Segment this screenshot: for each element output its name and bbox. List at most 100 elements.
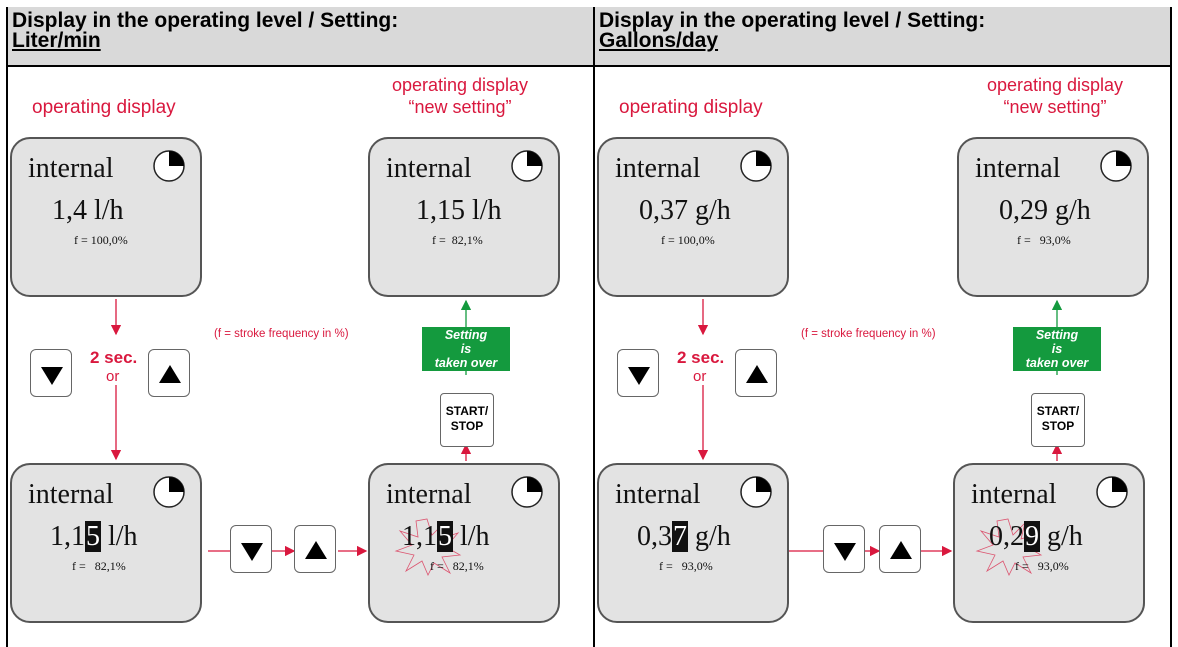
banner-line2: is <box>1051 342 1063 356</box>
value-unit: g/h <box>688 521 731 552</box>
or-label: or <box>693 368 707 385</box>
up-triangle-icon <box>746 365 768 383</box>
display-value: 1,15 l/h <box>416 195 502 226</box>
display-edit: internal 0,37 g/h f = 93,0% <box>597 463 789 623</box>
start-stop-line1: START/ <box>445 404 489 418</box>
display-value: 0,37 g/h <box>639 195 731 226</box>
two-sec-label: 2 sec. <box>677 348 725 367</box>
new-setting-label: operating display “new setting” <box>360 74 560 118</box>
display-new-setting: internal 1,15 l/h f = 82,1% <box>368 137 560 297</box>
clock-quarter-icon <box>153 476 185 508</box>
right-header: Display in the operating level / Setting… <box>595 7 1170 67</box>
new-setting-label-line2: “new setting” <box>408 97 512 117</box>
banner-line3: taken over <box>1025 356 1089 370</box>
operating-display-label: operating display <box>619 97 763 118</box>
setting-taken-over-banner: Setting is taken over <box>422 327 510 371</box>
display-operating: internal 0,37 g/h f = 100,0% <box>597 137 789 297</box>
banner-line3: taken over <box>434 356 498 370</box>
frequency-note: (f = stroke frequency in %) <box>801 328 936 340</box>
new-setting-label: operating display “new setting” <box>955 74 1155 118</box>
up-triangle-icon <box>159 365 181 383</box>
up-button[interactable] <box>148 349 190 397</box>
left-panel: operating display operating display “new… <box>8 67 593 647</box>
clock-quarter-icon <box>1100 150 1132 182</box>
clock-quarter-icon <box>511 150 543 182</box>
display-mode: internal <box>615 479 701 510</box>
start-stop-line2: STOP <box>1041 419 1075 433</box>
up-triangle-icon <box>305 541 327 559</box>
display-value: 0,29 g/h <box>989 521 1083 553</box>
start-stop-line1: START/ <box>1036 404 1080 418</box>
display-value: 0,37 g/h <box>637 521 731 553</box>
down-button[interactable] <box>823 525 865 573</box>
display-new-setting: internal 0,29 g/h f = 93,0% <box>957 137 1149 297</box>
flow-arrows <box>110 299 472 557</box>
display-frequency: f = 82,1% <box>430 559 484 573</box>
value-prefix: 1,1 <box>50 521 85 552</box>
display-mode: internal <box>28 153 114 184</box>
panel-divider <box>593 7 595 647</box>
display-mode: internal <box>386 153 472 184</box>
down-triangle-icon <box>628 367 650 385</box>
new-setting-label-line1: operating display <box>391 75 529 95</box>
banner-line1: Setting <box>444 328 488 342</box>
display-value: 1,15 l/h <box>50 521 138 553</box>
clock-quarter-icon <box>511 476 543 508</box>
highlighted-digit: 7 <box>672 521 688 552</box>
display-mode: internal <box>28 479 114 510</box>
up-triangle-icon <box>890 541 912 559</box>
clock-quarter-icon <box>740 476 772 508</box>
value-prefix: 0,2 <box>989 521 1024 552</box>
start-stop-button[interactable]: START/ STOP <box>440 393 494 447</box>
display-frequency: f = 93,0% <box>659 559 713 573</box>
display-frequency: f = 100,0% <box>661 233 715 247</box>
right-header-title: Display in the operating level / Setting… <box>599 9 986 32</box>
display-frequency: f = 93,0% <box>1017 233 1071 247</box>
left-header-title: Display in the operating level / Setting… <box>12 9 399 32</box>
up-button[interactable] <box>735 349 777 397</box>
display-frequency: f = 93,0% <box>1015 559 1069 573</box>
clock-quarter-icon <box>740 150 772 182</box>
display-edited: internal 1,15 l/h f = 82,1% <box>368 463 560 623</box>
new-setting-label-line2: “new setting” <box>1003 97 1107 117</box>
display-frequency: f = 82,1% <box>72 559 126 573</box>
value-unit: l/h <box>453 521 490 552</box>
value-unit: l/h <box>101 521 138 552</box>
display-mode: internal <box>975 153 1061 184</box>
up-button[interactable] <box>294 525 336 573</box>
or-label: or <box>106 368 120 385</box>
start-stop-line2: STOP <box>450 419 484 433</box>
display-value: 0,29 g/h <box>999 195 1091 226</box>
start-stop-button[interactable]: START/ STOP <box>1031 393 1085 447</box>
display-mode: internal <box>386 479 472 510</box>
display-frequency: f = 100,0% <box>74 233 128 247</box>
highlighted-digit: 9 <box>1024 521 1040 552</box>
banner-line2: is <box>460 342 472 356</box>
down-button[interactable] <box>30 349 72 397</box>
value-prefix: 1,1 <box>402 521 437 552</box>
display-edit: internal 1,15 l/h f = 82,1% <box>10 463 202 623</box>
value-prefix: 0,3 <box>637 521 672 552</box>
highlighted-digit: 5 <box>85 521 101 552</box>
display-edited: internal 0,29 g/h f = 93,0% <box>953 463 1145 623</box>
display-value: 1,4 l/h <box>52 195 124 226</box>
right-header-setting: Gallons/day <box>599 29 719 52</box>
highlighted-digit: 5 <box>437 521 453 552</box>
down-button[interactable] <box>617 349 659 397</box>
left-header-setting: Liter/min <box>12 29 101 52</box>
display-frequency: f = 82,1% <box>432 233 483 247</box>
right-panel: operating display operating display “new… <box>595 67 1178 647</box>
display-value: 1,15 l/h <box>402 521 490 553</box>
new-setting-label-line1: operating display <box>986 75 1124 95</box>
down-triangle-icon <box>834 543 856 561</box>
clock-quarter-icon <box>1096 476 1128 508</box>
display-mode: internal <box>615 153 701 184</box>
down-button[interactable] <box>230 525 272 573</box>
display-mode: internal <box>971 479 1057 510</box>
value-unit: g/h <box>1040 521 1083 552</box>
down-triangle-icon <box>41 367 63 385</box>
clock-quarter-icon <box>153 150 185 182</box>
up-button[interactable] <box>879 525 921 573</box>
two-sec-label: 2 sec. <box>90 348 138 367</box>
banner-line1: Setting <box>1035 328 1079 342</box>
